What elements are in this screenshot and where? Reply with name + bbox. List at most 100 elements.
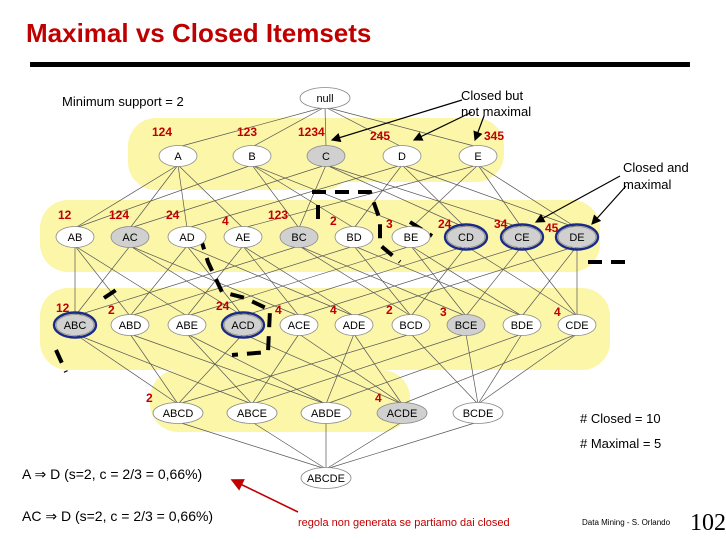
edge-A-AD: [177, 164, 188, 229]
itemset-node-abd: ABD: [110, 314, 150, 336]
node-shape-abde: [300, 402, 352, 424]
node-shape-a: [158, 145, 198, 167]
edge-D-BD: [353, 164, 403, 229]
edge-BCD-BCDE: [410, 333, 479, 405]
itemset-node-abcd: ABCD: [152, 402, 204, 424]
node-shape-cd: [446, 226, 486, 248]
edge-ACE-ACDE: [298, 333, 403, 405]
node-label-d: D: [398, 151, 406, 163]
edge-null-B: [251, 106, 326, 148]
node-label-abcde: ABCDE: [307, 473, 345, 485]
dashed-group-3: [198, 235, 273, 357]
node-label-cde: CDE: [565, 320, 588, 332]
maximal-ring-de: [554, 223, 600, 251]
edge-B-BE: [251, 164, 412, 229]
tid-label-b: 123: [237, 125, 257, 139]
edge-null-E: [324, 106, 479, 148]
edge-BD-ABD: [129, 245, 355, 317]
node-label-ce: CE: [514, 232, 529, 244]
node-shape-bc: [279, 226, 319, 248]
node-label-bd: BD: [346, 232, 361, 244]
lattice-edges: [74, 106, 578, 470]
node-shape-abcde: [300, 467, 352, 489]
closed-and-maximal-line-1: Closed and: [623, 160, 689, 175]
node-shape-abce: [226, 402, 278, 424]
itemset-node-cd: CD: [443, 223, 489, 251]
itemset-node-abc: ABC: [52, 311, 98, 339]
itemset-node-bc: BC: [279, 226, 319, 248]
itemset-node-d: D: [382, 145, 422, 167]
itemset-node-acde: ACDE: [376, 402, 428, 424]
arrow-to-de: [591, 185, 627, 225]
node-shape-de: [557, 226, 597, 248]
edge-BCE-BCDE: [465, 333, 479, 405]
edge-BDE-ABDE: [325, 333, 523, 405]
node-label-ac: AC: [122, 232, 137, 244]
tid-label-de: 45: [545, 221, 559, 235]
tid-label-bcd: 2: [386, 303, 393, 317]
edge-E-CE: [477, 164, 523, 229]
node-shape-ade: [334, 314, 374, 336]
maximal-ring-cd: [443, 223, 489, 251]
edge-D-DE: [401, 164, 578, 229]
edge-ADE-ABDE: [325, 333, 355, 405]
tid-label-cd: 24: [438, 217, 452, 231]
node-label-bcd: BCD: [399, 320, 422, 332]
edge-ABD-ABCD: [129, 333, 179, 405]
node-label-abce: ABCE: [237, 408, 267, 420]
node-shape-ad: [167, 226, 207, 248]
node-shape-ace: [279, 314, 319, 336]
tid-label-bc: 123: [268, 208, 288, 222]
node-shape-abd: [110, 314, 150, 336]
itemset-node-ce: CE: [499, 223, 545, 251]
node-shape-acde: [376, 402, 428, 424]
node-shape-bcd: [391, 314, 431, 336]
node-label-e: E: [474, 151, 481, 163]
edge-null-A: [177, 106, 326, 148]
node-label-c: C: [322, 151, 330, 163]
page-number: 102: [690, 510, 726, 536]
tid-label-bd: 2: [330, 214, 337, 228]
tid-label-c: 1234: [298, 125, 325, 139]
edge-ABD-ABDE: [129, 333, 327, 405]
node-label-ab: AB: [68, 232, 83, 244]
edge-A-AB: [74, 164, 179, 229]
edge-BD-BCD: [353, 245, 412, 317]
count-closed: # Closed = 10: [580, 411, 661, 426]
node-shape-e: [458, 145, 498, 167]
edge-BCDE-ABCDE: [325, 421, 479, 470]
dashed-group-0: [312, 190, 402, 264]
node-label-cd: CD: [458, 232, 474, 244]
edge-E-DE: [477, 164, 578, 229]
node-label-b: B: [248, 151, 255, 163]
edge-ACE-ABCE: [251, 333, 300, 405]
closed-not-maximal-line-2: not maximal: [461, 104, 532, 119]
itemset-node-e: E: [458, 145, 498, 167]
edge-CD-BCD: [410, 245, 467, 317]
edge-ACDE-ABCDE: [325, 421, 403, 470]
tid-label-abcd: 2: [146, 391, 153, 405]
node-label-ae: AE: [236, 232, 251, 244]
edge-D-AD: [186, 164, 403, 229]
node-label-abcd: ABCD: [163, 408, 194, 420]
node-label-acd: ACD: [231, 320, 254, 332]
node-label-bc: BC: [291, 232, 306, 244]
edge-E-AE: [242, 164, 479, 229]
tid-label-acd: 24: [216, 299, 230, 313]
itemset-node-ad: AD: [167, 226, 207, 248]
edge-BCD-ABCD: [177, 333, 412, 405]
arrow-to-d: [412, 111, 473, 141]
title-rule: [30, 62, 690, 67]
lattice-nodes: nullA124B123C1234D245E345AB12AC124AD24AE…: [52, 87, 600, 489]
edge-BCE-ABCE: [251, 333, 467, 405]
edge-BDE-BCDE: [477, 333, 523, 405]
itemset-node-acd: ACD: [220, 311, 266, 339]
min-support-label: Minimum support = 2: [62, 94, 184, 109]
edge-ABE-ABCE: [186, 333, 253, 405]
edge-AD-ABD: [129, 245, 188, 317]
arrow-to-ce: [534, 175, 621, 223]
annotation-arrows: [230, 99, 627, 513]
tid-label-ac: 124: [109, 208, 129, 222]
edge-BC-ABC: [74, 245, 300, 317]
